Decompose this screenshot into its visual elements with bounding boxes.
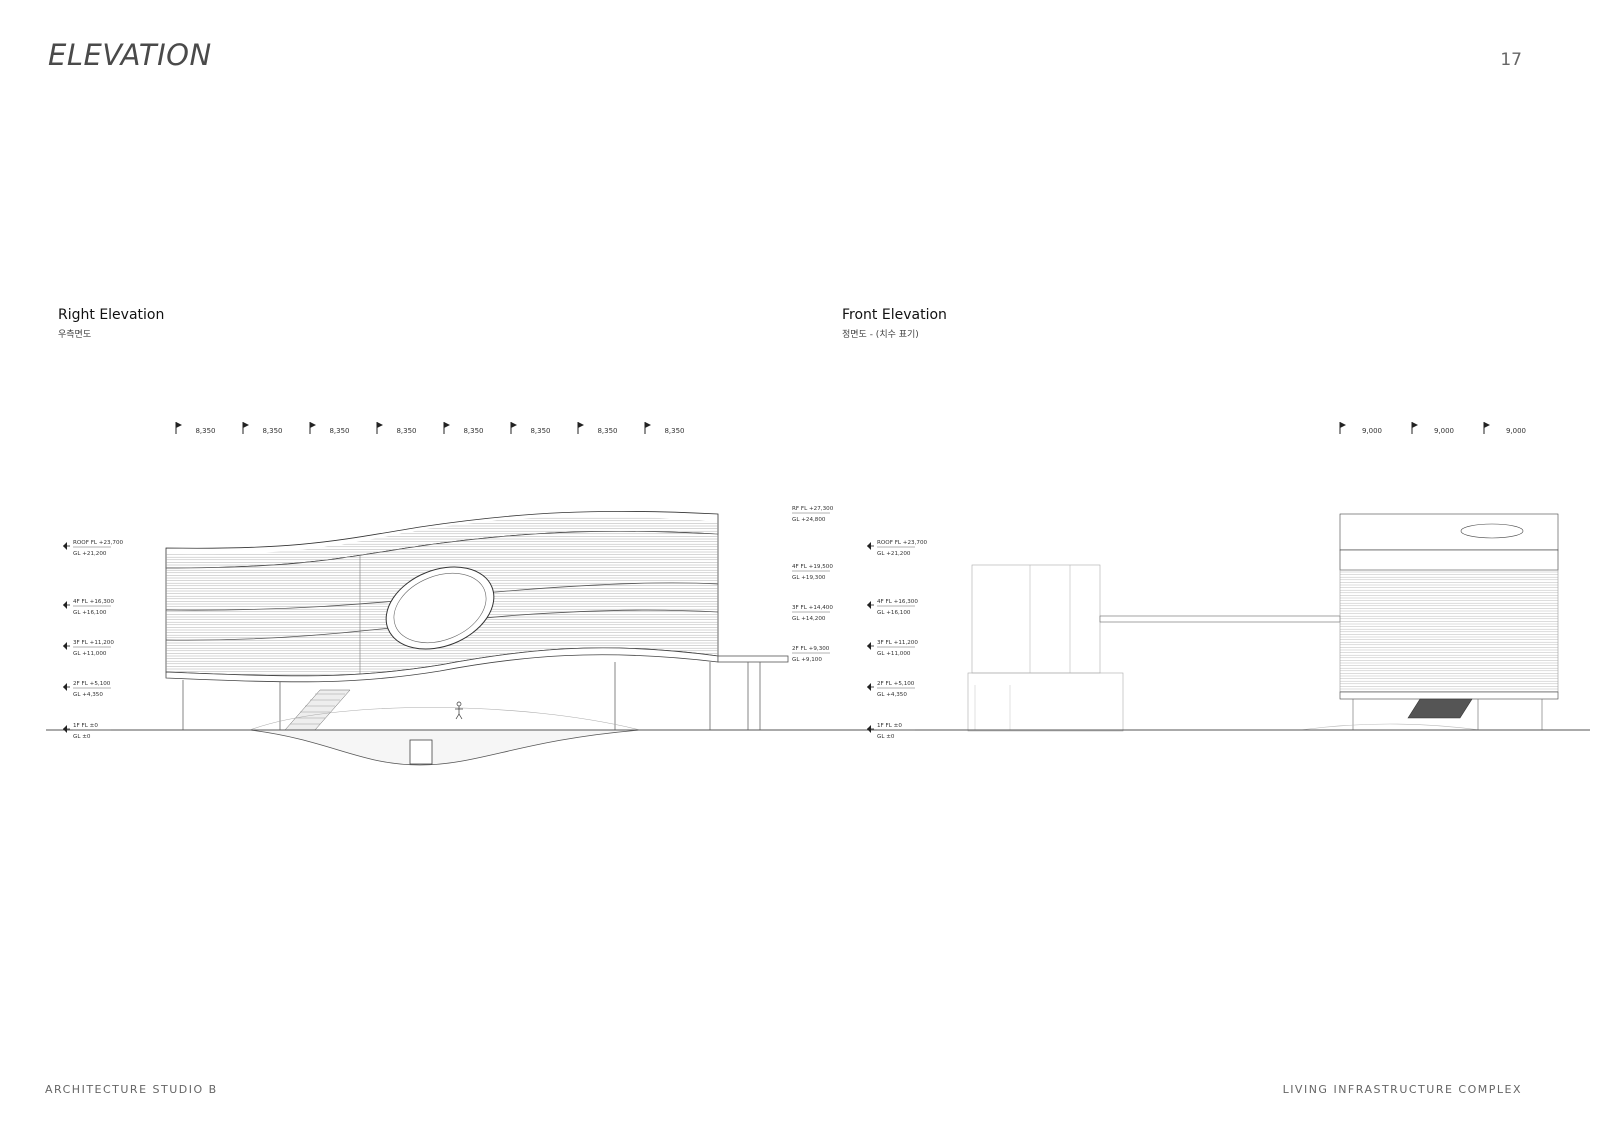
level-gl-label: GL ±0 [73,734,91,740]
level-fl-label: 2F FL +5,100 [73,681,111,687]
level-gl-label: GL ±0 [877,734,895,740]
level-fl-label: ROOF FL +23,700 [877,540,928,546]
grid-marker [1339,422,1346,434]
grid-marker [175,422,182,434]
footer-studio-name: ARCHITECTURE STUDIO B [45,1083,218,1096]
level-gl-label: GL +4,350 [877,692,907,698]
level-fl-label: 4F FL +19,500 [792,564,833,570]
grid-dimension-label: 8,350 [262,427,282,435]
grid-dimension-label: 9,000 [1362,427,1382,435]
grid-marker [242,422,249,434]
level-marker [867,642,915,650]
level-marker [63,542,111,550]
level-gl-label: GL +16,100 [73,610,107,616]
level-marker [63,683,111,691]
grid-dimension-label: 9,000 [1506,427,1526,435]
page-title: ELEVATION [48,38,212,72]
right-elevation-building [46,510,850,766]
grid-marker [376,422,383,434]
right-elevation-levels-right: RF FL +27,300 GL +24,800 4F FL +19,500 GL +… [792,506,834,663]
level-fl-label: 4F FL +16,300 [877,599,918,605]
level-marker [63,725,111,733]
level-gl-label: GL +16,100 [877,610,911,616]
level-fl-label: RF FL +27,300 [792,506,834,512]
front-elevation-building [850,513,1590,732]
level-gl-label: GL +21,200 [877,551,911,557]
grid-dimension-label: 9,000 [1434,427,1454,435]
level-gl-label: GL +14,200 [792,616,826,622]
front-elevation-grid-dimensions: 9,000 9,000 9,000 [1339,422,1526,435]
grid-marker [309,422,316,434]
level-marker [867,601,915,609]
grid-dimension-label: 8,350 [329,427,349,435]
level-marker [867,725,915,733]
level-fl-label: 2F FL +9,300 [792,646,830,652]
level-fl-label: 1F FL ±0 [73,723,98,729]
level-fl-label: 3F FL +14,400 [792,605,833,611]
level-marker [867,542,915,550]
level-gl-label: GL +11,000 [877,651,911,657]
level-gl-label: GL +11,000 [73,651,107,657]
grid-dimension-label: 8,350 [396,427,416,435]
grid-marker [443,422,450,434]
level-gl-label: GL +21,200 [73,551,107,557]
right-elevation-grid-dimensions: 8,350 8,350 8,350 8,350 8,350 8,350 8,350 8,350 [175,422,685,435]
level-gl-label: GL +24,800 [792,517,826,523]
grid-dimension-label: 8,350 [530,427,550,435]
grid-marker [644,422,651,434]
grid-marker [1411,422,1418,434]
grid-dimension-label: 8,350 [195,427,215,435]
level-marker [63,601,111,609]
level-marker [63,642,111,650]
level-gl-label: GL +19,300 [792,575,826,581]
grid-dimension-label: 8,350 [597,427,617,435]
grid-marker [1483,422,1490,434]
level-fl-label: 1F FL ±0 [877,723,902,729]
right-elevation-subtitle: 우측면도 [58,330,92,340]
footer-project-name: LIVING INFRASTRUCTURE COMPLEX [1282,1083,1522,1096]
level-fl-label: 3F FL +11,200 [73,640,114,646]
grid-dimension-label: 8,350 [463,427,483,435]
grid-dimension-label: 8,350 [664,427,684,435]
front-elevation-subtitle: 정면도 - (치수 표기) [842,330,919,340]
level-fl-label: 3F FL +11,200 [877,640,918,646]
front-elevation-levels-left: ROOF FL +23,700 GL +21,200 4F FL +16,300GL… [867,540,928,740]
level-gl-label: GL +4,350 [73,692,103,698]
level-fl-label: 4F FL +16,300 [73,599,114,605]
level-gl-label: GL +9,100 [792,657,822,663]
level-fl-label: 2F FL +5,100 [877,681,915,687]
level-fl-label: ROOF FL +23,700 [73,540,124,546]
front-louver-hatch [1340,571,1558,692]
right-elevation-levels-left: ROOF FL +23,700 GL +21,200 4F FL +16,300GL… [63,540,124,740]
grid-marker [577,422,584,434]
grid-marker [510,422,517,434]
front-elevation-title: Front Elevation [842,307,947,323]
level-marker [867,683,915,691]
page-number: 17 [1500,50,1522,70]
right-elevation-title: Right Elevation [58,307,165,323]
